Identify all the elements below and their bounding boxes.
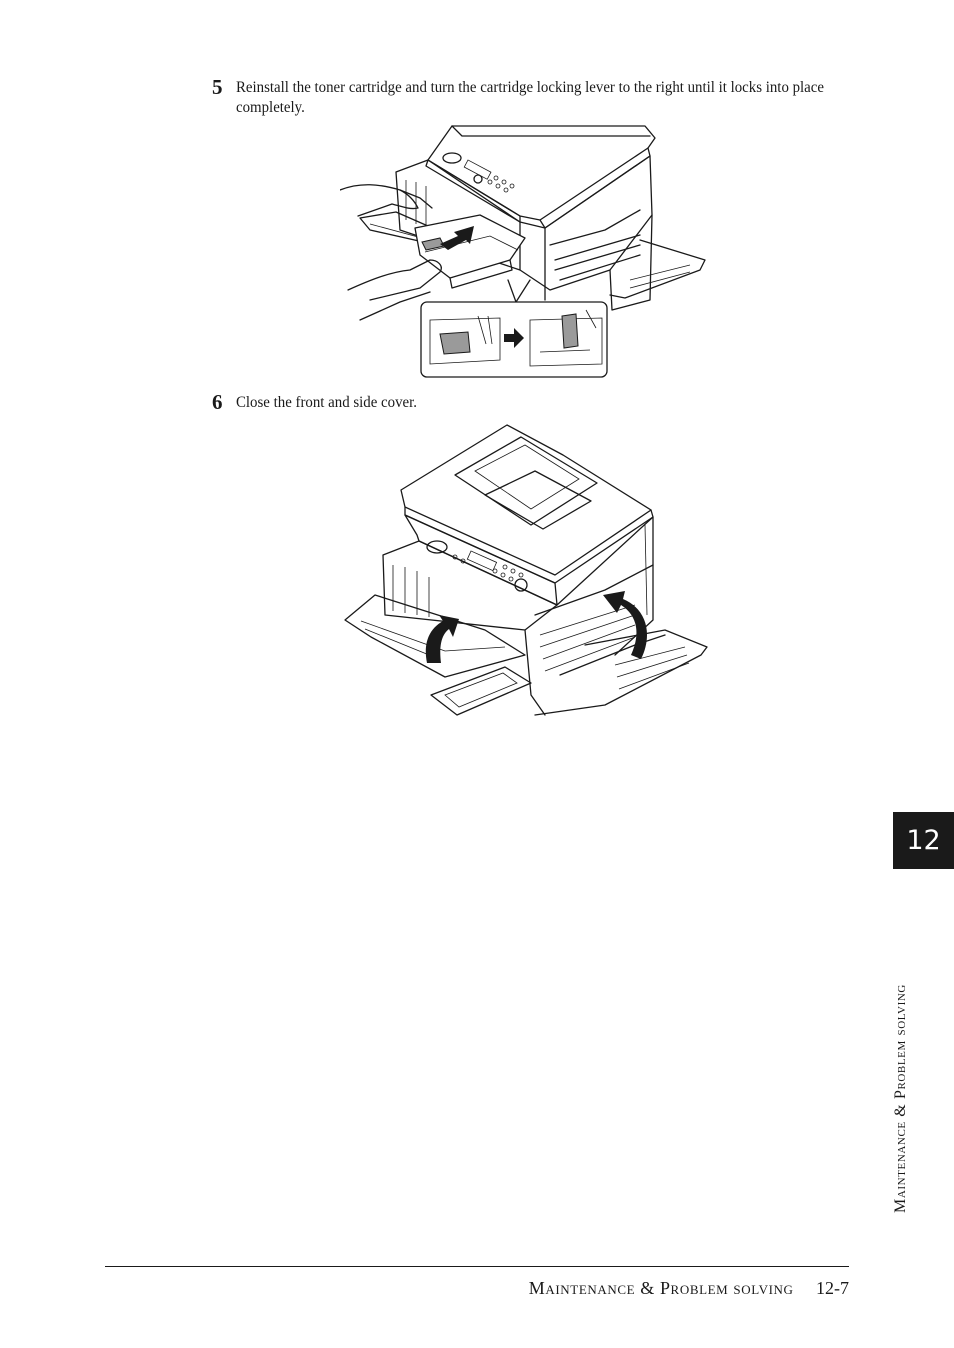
step-number: 5 xyxy=(212,75,223,99)
step-instruction: Reinstall the toner cartridge and turn t… xyxy=(236,79,824,116)
step-6: 6 Close the front and side cover. xyxy=(212,390,842,414)
side-chapter-title: Maintenance & Problem solving xyxy=(892,984,909,1213)
chapter-tab: 12 xyxy=(893,812,954,869)
footer-title: Maintenance & Problem solving xyxy=(528,1278,794,1298)
page-number: 12-7 xyxy=(816,1278,849,1298)
close-covers-illustration xyxy=(344,424,708,716)
footer-divider xyxy=(105,1266,849,1267)
step-5: 5 Reinstall the toner cartridge and turn… xyxy=(212,75,842,118)
toner-reinstall-illustration xyxy=(340,125,706,378)
step-instruction: Close the front and side cover. xyxy=(236,394,418,411)
step-number: 6 xyxy=(212,390,223,414)
page-footer: Maintenance & Problem solving 12-7 xyxy=(529,1278,849,1299)
